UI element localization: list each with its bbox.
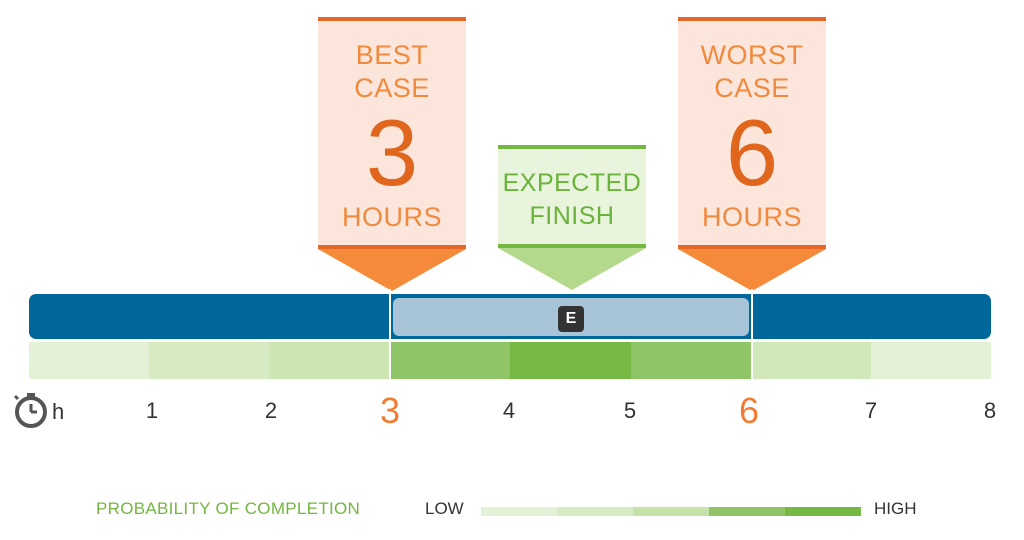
probability-band-7 bbox=[751, 342, 871, 379]
probability-band-8 bbox=[871, 342, 991, 379]
probability-band-1 bbox=[29, 342, 149, 379]
axis-tick-2: 2 bbox=[264, 398, 278, 423]
worst-case-marker-line bbox=[751, 289, 753, 380]
axis-tick-1: 1 bbox=[145, 398, 159, 423]
probability-band-2 bbox=[149, 342, 269, 379]
worst-case-label-line1: WORST bbox=[700, 40, 804, 70]
axis-tick-8: 8 bbox=[983, 398, 997, 423]
expected-badge: E bbox=[558, 306, 584, 332]
worst-case-value: 6 bbox=[725, 100, 779, 205]
legend-title: PROBABILITY OF COMPLETION bbox=[96, 499, 361, 518]
worst-case-label-line2: CASE bbox=[714, 73, 790, 103]
probability-band-6 bbox=[631, 342, 751, 379]
stopwatch-icon bbox=[10, 391, 50, 431]
best-case-marker-line bbox=[389, 289, 391, 380]
best-case-unit: HOURS bbox=[341, 202, 442, 232]
legend-scale-4 bbox=[709, 507, 785, 516]
legend-high-label: HIGH bbox=[874, 499, 917, 518]
expected-pointer bbox=[498, 248, 646, 290]
probability-band-4 bbox=[390, 342, 510, 379]
legend-scale-3 bbox=[633, 507, 709, 516]
probability-band-5 bbox=[510, 342, 631, 379]
best-case-pointer bbox=[318, 249, 466, 291]
legend-scale-1 bbox=[481, 507, 557, 516]
best-case-value: 3 bbox=[365, 100, 419, 205]
axis-tick-6: 6 bbox=[738, 390, 760, 431]
expected-label-line2: FINISH bbox=[529, 202, 615, 230]
axis-unit-label: h bbox=[52, 399, 65, 424]
legend-scale-5 bbox=[785, 507, 861, 516]
expected-label-line1: EXPECTED bbox=[502, 169, 642, 197]
best-case-callout: BEST CASE 3 HOURS bbox=[318, 17, 466, 249]
axis-tick-4: 4 bbox=[502, 398, 516, 423]
axis-tick-5: 5 bbox=[623, 398, 637, 423]
worst-case-unit: HOURS bbox=[701, 202, 802, 232]
best-case-label-line1: BEST bbox=[355, 40, 429, 70]
probability-band-3 bbox=[269, 342, 390, 379]
legend-scale-2 bbox=[557, 507, 633, 516]
axis-tick-3: 3 bbox=[379, 390, 401, 431]
axis-tick-7: 7 bbox=[864, 398, 878, 423]
worst-case-callout: WORST CASE 6 HOURS bbox=[678, 17, 826, 249]
expected-finish-callout: EXPECTED FINISH bbox=[498, 145, 646, 248]
worst-case-pointer bbox=[678, 249, 826, 291]
best-case-label-line2: CASE bbox=[354, 73, 430, 103]
legend-low-label: LOW bbox=[425, 499, 464, 518]
